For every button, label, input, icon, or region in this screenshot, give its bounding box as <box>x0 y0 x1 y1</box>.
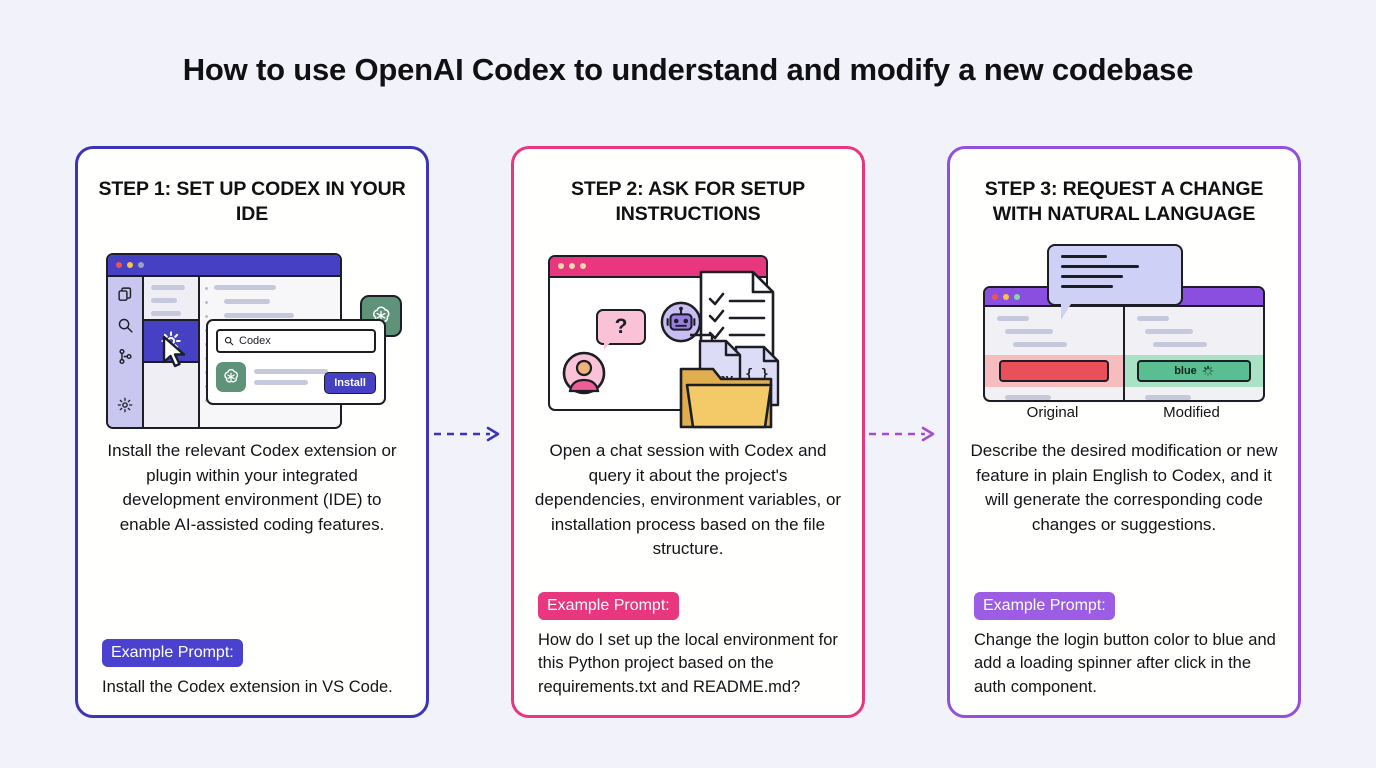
search-icon <box>118 318 133 333</box>
question-bubble-tail <box>604 338 613 350</box>
arrow-step2-to-step3 <box>869 426 935 442</box>
step-2-prompt-badge: Example Prompt: <box>538 591 679 620</box>
gear-icon <box>117 397 133 412</box>
original-login-button <box>999 360 1109 382</box>
window-maximize-dot <box>580 263 586 269</box>
extension-search-value: Codex <box>239 334 271 347</box>
modified-button-label: blue <box>1174 365 1197 377</box>
step-3-title: STEP 3: REQUEST A CHANGE WITH NATURAL LA… <box>984 178 1264 225</box>
speech-bubble-tail <box>1061 304 1071 320</box>
checklist-document-icon <box>699 270 775 359</box>
install-button[interactable]: Install <box>324 371 376 394</box>
window-close-dot <box>992 293 998 300</box>
step-3-illustration: blue <box>950 239 1298 439</box>
diff-original-column <box>985 307 1125 400</box>
step-3-prompt-block: Example Prompt: Change the login button … <box>974 591 1278 700</box>
step-1-title: STEP 1: SET UP CODEX IN YOUR IDE <box>98 178 406 225</box>
extension-marketplace-popup: Codex Insta <box>206 318 386 405</box>
step-2-illustration: ? <box>514 239 862 439</box>
step-1-prompt-badge: Example Prompt: <box>102 638 243 667</box>
window-minimize-dot <box>127 261 133 268</box>
diff-modified-label: Modified <box>1163 404 1220 421</box>
step-1-description: Install the relevant Codex extension or … <box>107 441 397 534</box>
step-card-3: STEP 3: REQUEST A CHANGE WITH NATURAL LA… <box>947 146 1301 718</box>
mouse-cursor-icon <box>162 335 186 367</box>
copy-files-icon <box>117 286 131 301</box>
step-1-prompt-block: Example Prompt: Install the Codex extens… <box>102 638 406 700</box>
diff-modified-column: blue <box>1125 307 1263 400</box>
ide-explorer-panel <box>144 276 200 427</box>
step-2-description: Open a chat session with Codex and query… <box>534 441 842 559</box>
window-minimize-dot <box>1003 293 1009 300</box>
step-2-prompt-text: How do I set up the local environment fo… <box>538 630 838 696</box>
step-card-2: STEP 2: ASK FOR SETUP INSTRUCTIONS <box>511 146 865 718</box>
step-3-description: Describe the desired modification or new… <box>970 441 1278 534</box>
modified-login-button: blue <box>1137 360 1251 382</box>
folder-icon <box>679 367 773 428</box>
window-maximize-dot <box>1014 293 1020 300</box>
page-title: How to use OpenAI Codex to understand an… <box>182 52 1194 87</box>
branch-icon <box>118 348 132 364</box>
diff-window: blue <box>983 286 1265 402</box>
openai-logo-icon <box>216 361 246 392</box>
window-maximize-dot <box>138 261 144 268</box>
step-1-illustration: Codex Insta <box>78 239 426 439</box>
extension-search-input[interactable]: Codex <box>216 328 376 353</box>
step-card-1: STEP 1: SET UP CODEX IN YOUR IDE <box>75 146 429 718</box>
window-close-dot <box>558 263 564 269</box>
diff-original-label: Original <box>1026 404 1079 421</box>
step-2-prompt-block: Example Prompt: How do I set up the loca… <box>538 591 842 700</box>
ide-activity-rail <box>108 276 144 427</box>
window-close-dot <box>116 261 122 268</box>
ide-titlebar <box>108 254 340 277</box>
window-minimize-dot <box>569 263 575 269</box>
step-3-prompt-text: Change the login button color to blue an… <box>974 630 1276 696</box>
speech-bubble-icon <box>1047 244 1183 306</box>
step-3-prompt-badge: Example Prompt: <box>974 591 1115 620</box>
step-1-prompt-text: Install the Codex extension in VS Code. <box>102 677 393 696</box>
search-icon <box>224 336 234 345</box>
user-avatar-icon <box>562 351 606 394</box>
arrow-step1-to-step2 <box>434 426 500 442</box>
steps-container: STEP 1: SET UP CODEX IN YOUR IDE <box>75 146 1301 718</box>
loading-spinner-icon <box>1202 365 1214 377</box>
step-2-title: STEP 2: ASK FOR SETUP INSTRUCTIONS <box>570 178 806 225</box>
diff-column-labels: Original Modified <box>983 404 1261 421</box>
